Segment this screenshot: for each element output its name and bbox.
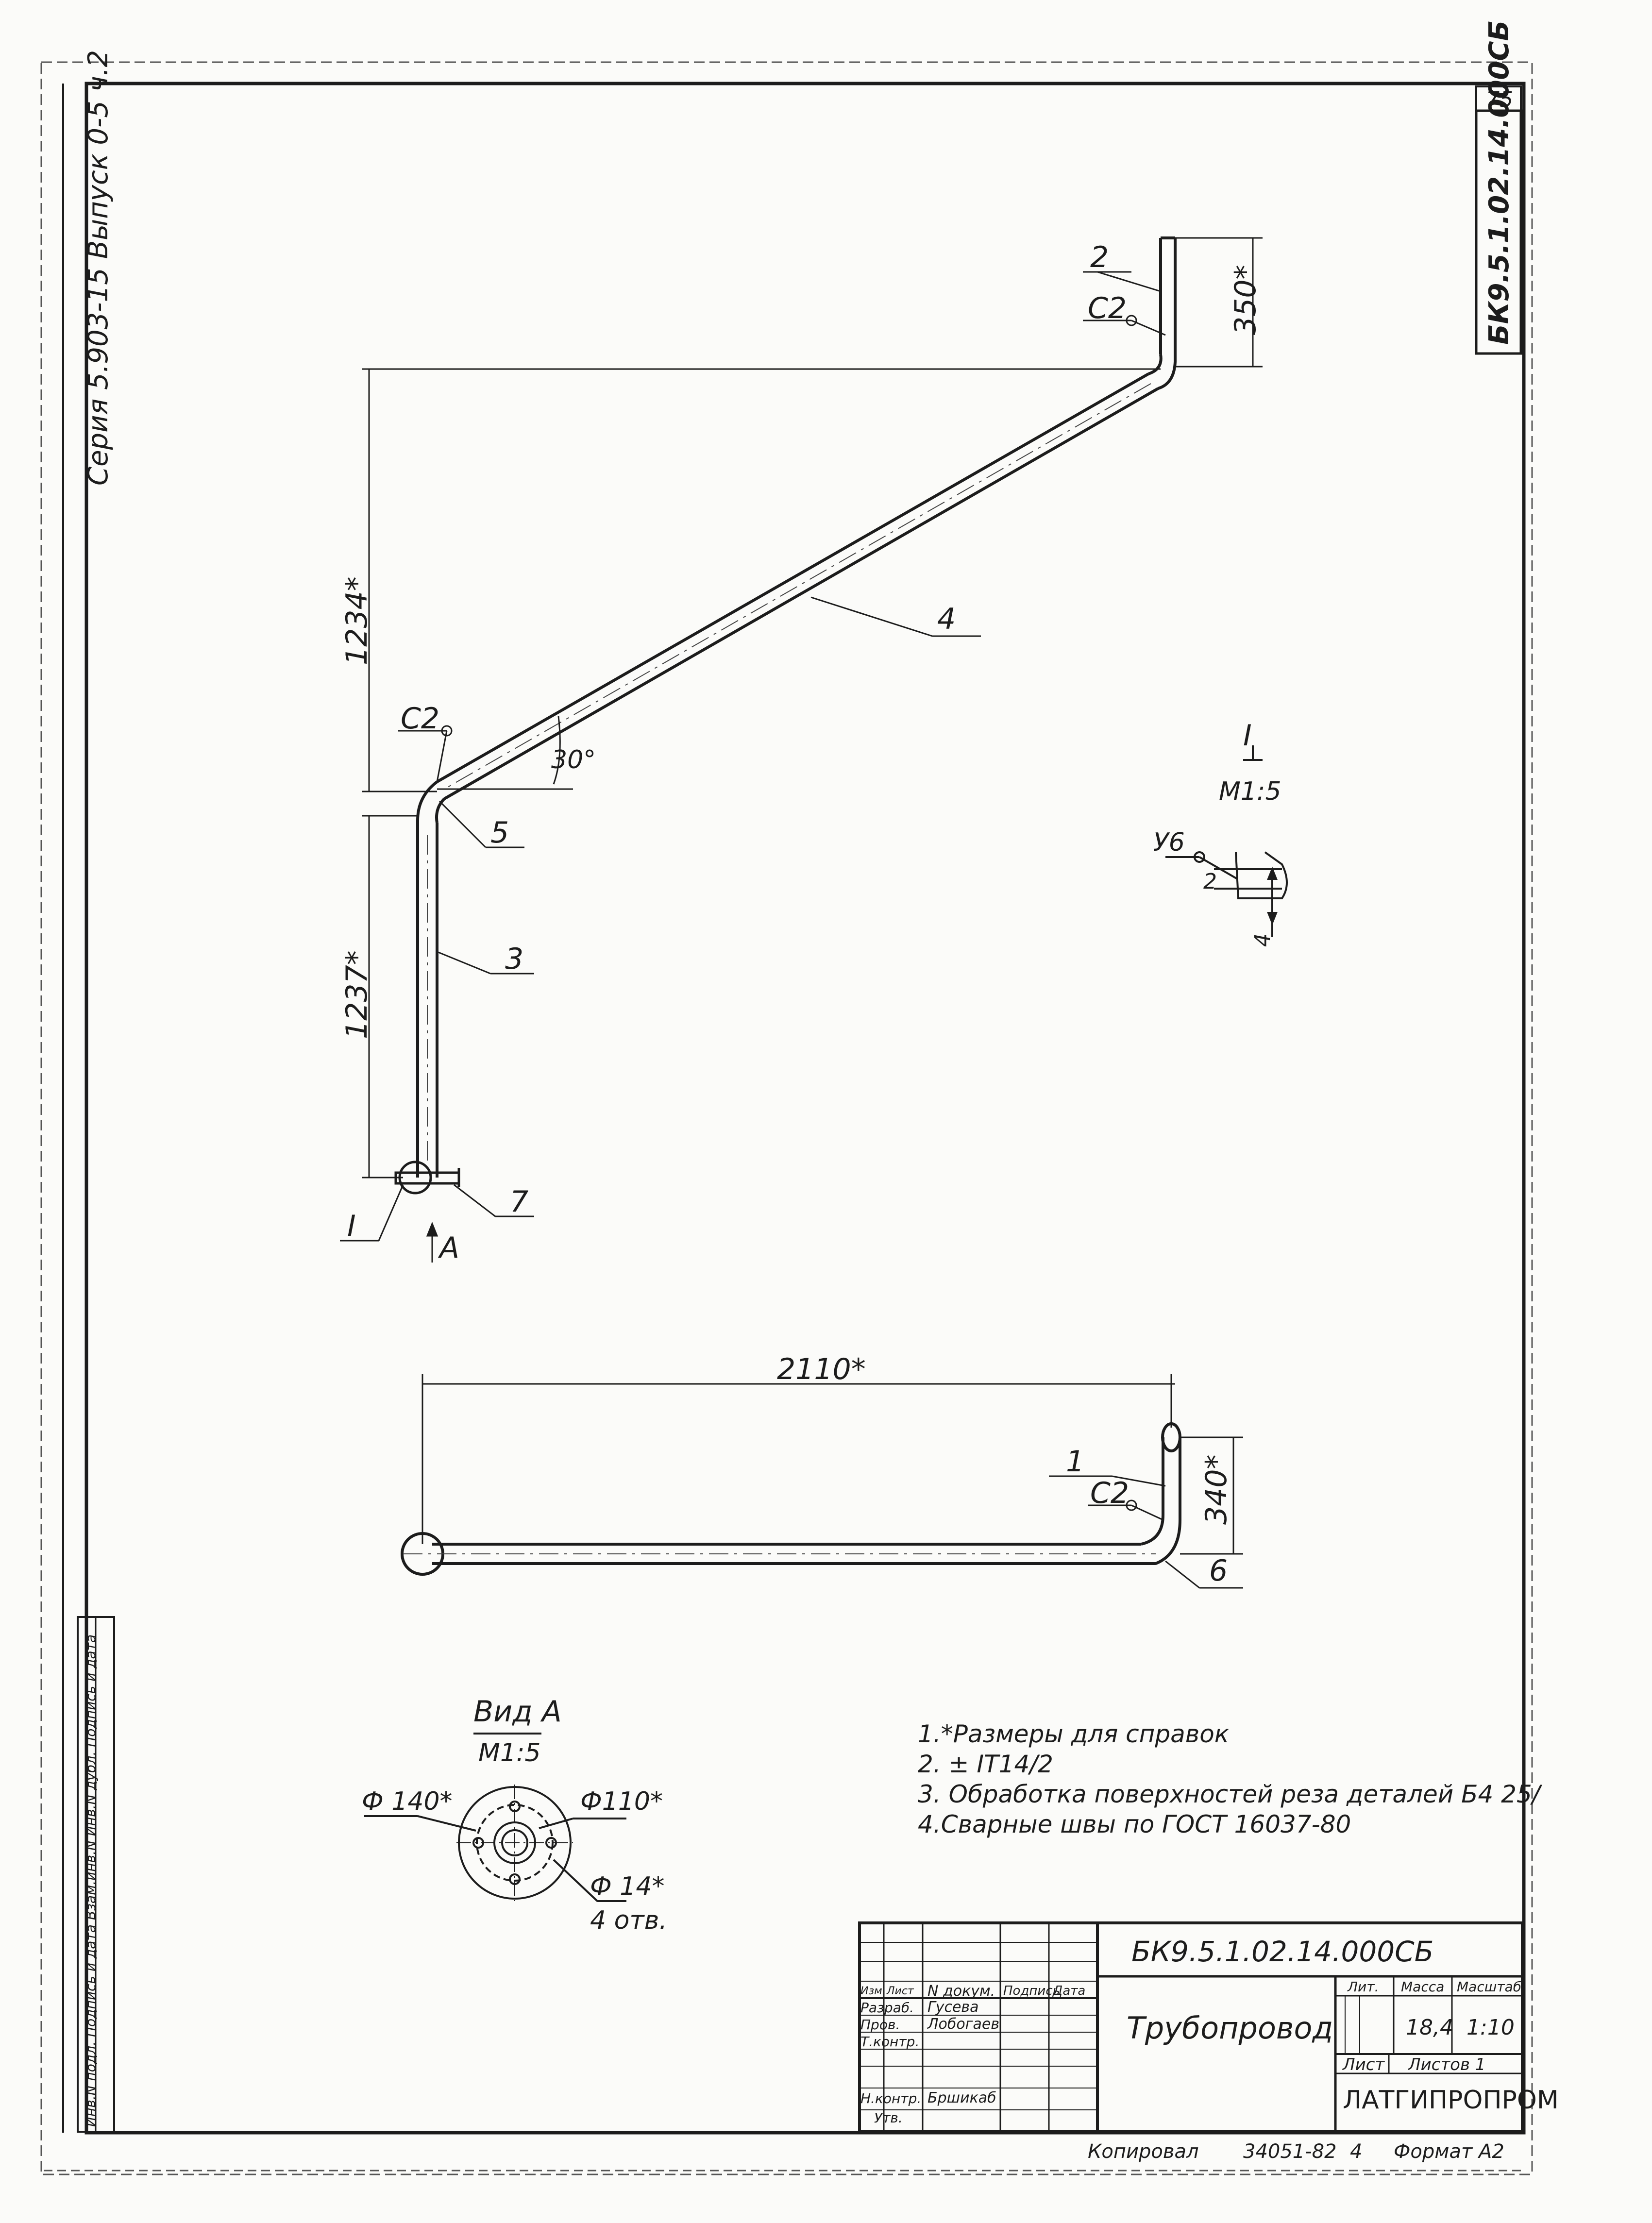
angle-30: 30° xyxy=(551,745,596,775)
series-title: Серия 5.903-15 Выпуск 0-5 ч.2 xyxy=(83,50,114,486)
section-I-scale: М1:5 xyxy=(1219,777,1281,806)
technical-notes: 1.*Размеры для справок 2. ± IT14/2 3. Об… xyxy=(918,1719,1540,1839)
leaders-main xyxy=(340,271,1166,1263)
scale-header: Масштаб xyxy=(1457,1979,1522,1995)
dimensions-main xyxy=(362,237,1263,1179)
mass-header: Масса xyxy=(1401,1979,1445,1995)
pos-5-label: 5 xyxy=(490,816,509,850)
mass-value: 18,4 xyxy=(1406,2015,1453,2040)
row-name-1: Лобогаев xyxy=(927,2016,1000,2033)
scale-value: 1:10 xyxy=(1467,2015,1515,2040)
pos-6-label: 6 xyxy=(1209,1554,1228,1588)
row-role-2: Т.контр. xyxy=(860,2034,920,2050)
section-I-mark: I xyxy=(1243,719,1252,753)
dimensions-plan xyxy=(421,1374,1243,1589)
dia-110: Ф110* xyxy=(580,1787,663,1816)
lit-header: Лит. xyxy=(1348,1979,1379,1995)
col-header-list: Лист xyxy=(887,1985,914,1997)
row-role-0: Разраб. xyxy=(860,2000,914,2016)
pos-7-label: 7 xyxy=(510,1185,529,1219)
dim-1237: 1237* xyxy=(340,950,374,1039)
view-a-title: Вид А xyxy=(473,1695,562,1729)
footer-copied: Копировал xyxy=(1088,2140,1199,2163)
footer-sheet: 4 xyxy=(1350,2140,1363,2163)
side-code-box xyxy=(1475,109,1522,355)
weld-c2-top: С2 xyxy=(1088,291,1127,325)
pos-2-label: 2 xyxy=(1090,240,1109,274)
note-3: 3. Обработка поверхностей реза деталей Б… xyxy=(918,1780,1540,1808)
weld-c2-plan: С2 xyxy=(1090,1476,1129,1510)
footer-order: 34051-82 xyxy=(1243,2140,1337,2163)
title-name: Трубопровод xyxy=(1127,2010,1333,2046)
side-document-code: БК9.5.1.02.14.000СБ xyxy=(1483,20,1515,345)
pipe-center-line-inclined xyxy=(444,383,1151,790)
col-header-ndoc: N докум. xyxy=(927,1983,995,2000)
view-a-flange xyxy=(364,1733,626,1902)
page-trim-edge xyxy=(40,61,1533,2175)
row-role-3: Н.контр. xyxy=(860,2090,922,2106)
view-a-arrow-label: А xyxy=(439,1231,460,1265)
footer-format: Формат А2 xyxy=(1394,2140,1504,2163)
drawing-frame xyxy=(84,82,1526,2135)
row-name-0: Гусева xyxy=(927,1999,979,2016)
holes-count: 4 отв. xyxy=(590,1906,667,1935)
pos-3-label: 3 xyxy=(505,942,524,976)
section-I-detail xyxy=(1165,745,1288,937)
dim-1234: 1234* xyxy=(340,576,374,665)
note-2: 2. ± IT14/2 xyxy=(918,1750,1053,1778)
title-doc-code: БК9.5.1.02.14.000СБ xyxy=(1131,1935,1434,1968)
sheet-label: Лист xyxy=(1343,2055,1385,2074)
dia-14: Ф 14* xyxy=(590,1872,665,1901)
weld-c2-middle: С2 xyxy=(401,702,440,736)
weld-leg-2: 2 xyxy=(1203,869,1217,894)
col-header-izm: Изм. xyxy=(860,1985,886,1997)
section-callout: I xyxy=(347,1209,356,1243)
dim-2110: 2110* xyxy=(777,1352,866,1386)
dim-350: 350* xyxy=(1229,265,1263,335)
pos-1-label: 1 xyxy=(1066,1445,1085,1479)
sheets-label: Листов 1 xyxy=(1408,2055,1486,2074)
col-header-sign: Подпись xyxy=(1003,1984,1060,1998)
weld-leg-4: 4 xyxy=(1250,933,1275,947)
view-a-scale: М1:5 xyxy=(478,1738,541,1768)
pos-4-label: 4 xyxy=(937,602,956,636)
row-role-4: Утв. xyxy=(874,2110,903,2126)
dia-140: Ф 140* xyxy=(362,1787,453,1816)
pipe-main-view xyxy=(416,236,1177,1178)
note-4: 4.Сварные швы по ГОСТ 16037-80 xyxy=(918,1810,1351,1838)
row-role-1: Пров. xyxy=(860,2017,900,2033)
row-name-3: Бршикаб xyxy=(927,2089,996,2106)
dim-340: 340* xyxy=(1199,1454,1233,1525)
side-stamp-text: Инв.N подл. Подпись и дата Взам.инв.N Ин… xyxy=(83,1634,99,2127)
note-1: 1.*Размеры для справок xyxy=(918,1720,1229,1748)
organization: ЛАТГИПРОПРОМ xyxy=(1343,2086,1559,2115)
weld-u6: У6 xyxy=(1153,828,1185,857)
sheet-number: 75 xyxy=(1486,87,1513,112)
flange-7 xyxy=(394,1161,460,1195)
pipe-plan-view xyxy=(401,1422,1181,1576)
title-block-grid xyxy=(858,1921,1524,2133)
col-header-date: Дата xyxy=(1053,1984,1086,1998)
